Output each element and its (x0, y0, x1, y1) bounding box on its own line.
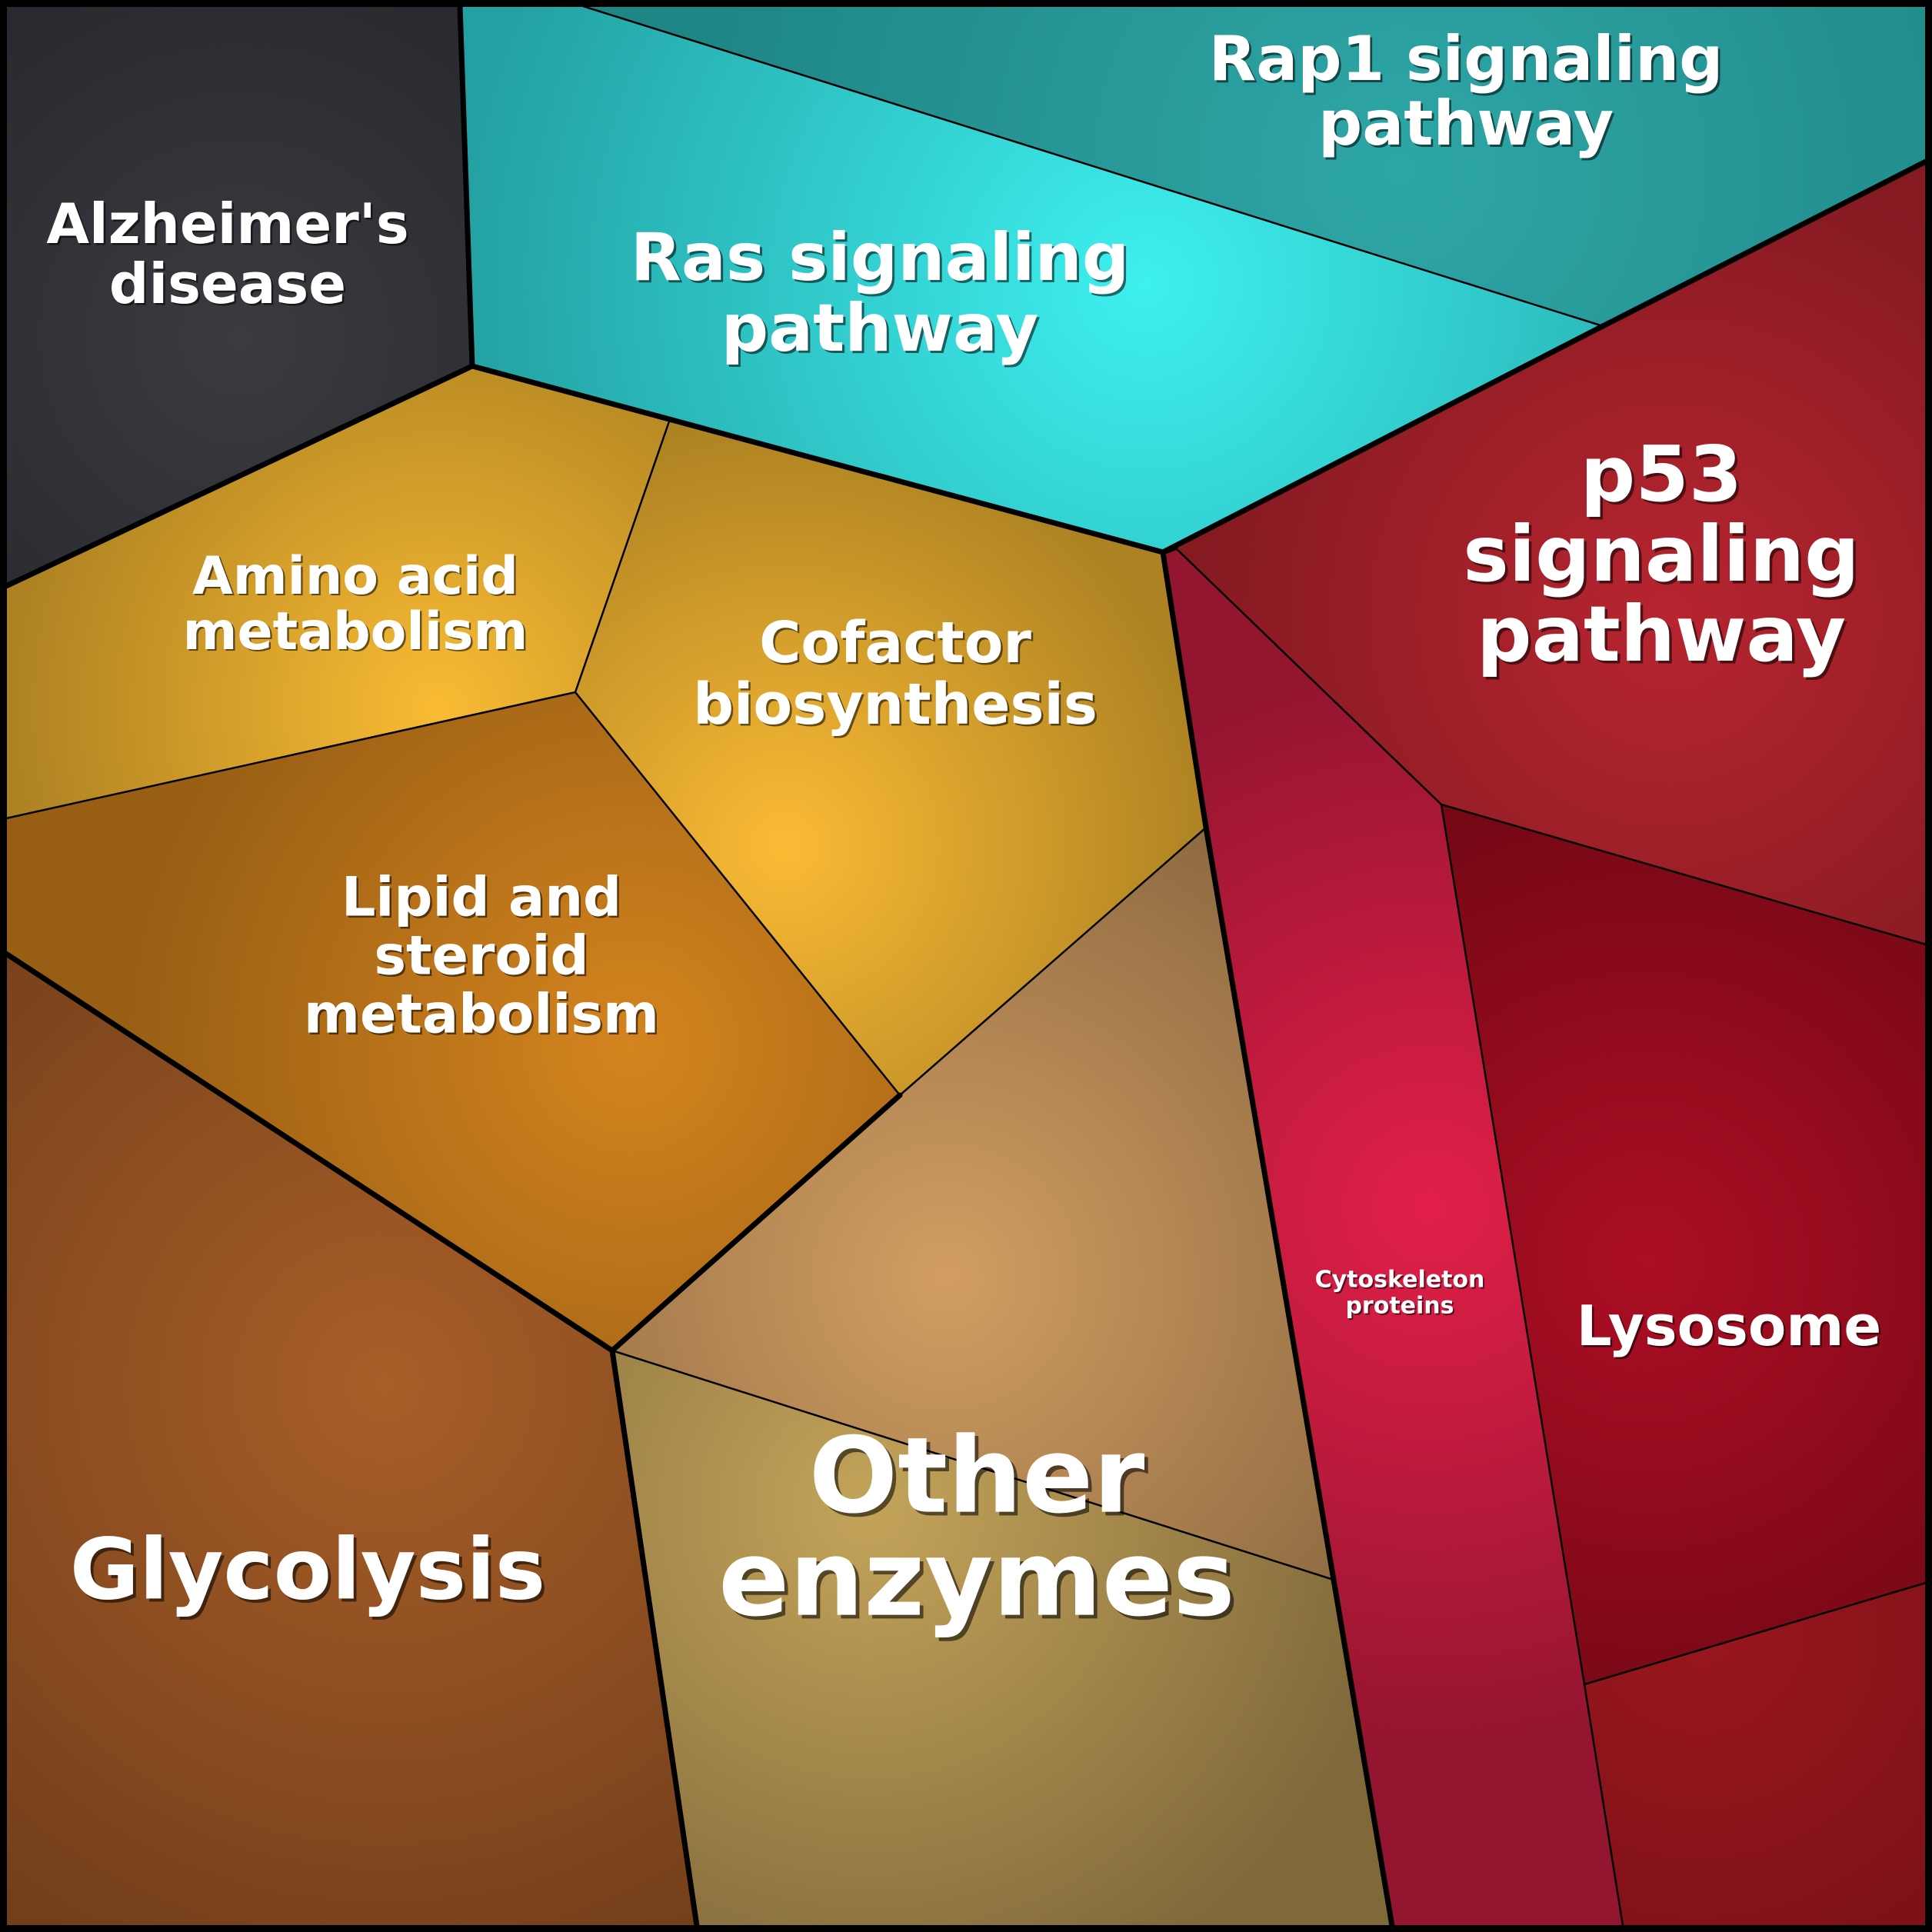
group-border (3, 951, 615, 1354)
label-shadow-p53: pathway (1479, 592, 1848, 682)
cell-rap1 (583, 6, 1926, 326)
cell-border (1583, 1683, 1624, 1927)
group-border (469, 363, 1166, 555)
group-border (1600, 158, 1929, 329)
cell-alzheimers (6, 6, 472, 586)
label-shadow-glycolysis: Glycolysis (73, 1523, 549, 1621)
label-amino-acid: Amino acid (192, 546, 518, 607)
label-p53: p53 (1581, 429, 1743, 519)
cell-amino-acid (6, 366, 669, 818)
group-border (1331, 1577, 1395, 1929)
cell-lipid (6, 692, 900, 1351)
group-border (1160, 549, 1209, 831)
cell-border (1440, 803, 1927, 946)
label-shadow-rap1: Rap1 signaling (1211, 25, 1725, 97)
cell-border (898, 826, 1208, 1097)
label-other-enzymes: enzymes (718, 1519, 1235, 1641)
cell-glycolysis (6, 954, 697, 1926)
cell-border (574, 691, 901, 1097)
cell-ras (460, 6, 1603, 552)
group-border (609, 1347, 700, 1929)
label-shadow-amino-acid: Amino acid (194, 548, 520, 608)
label-cofactor: biosynthesis (693, 671, 1098, 738)
label-shadow-other-enzymes: Other (812, 1419, 1148, 1541)
cell-border (1583, 1581, 1927, 1686)
cell-border (1174, 546, 1443, 806)
group-border (609, 1092, 903, 1354)
label-shadow-p53: signaling (1466, 512, 1862, 602)
label-shadow-cofactor: biosynthesis (695, 673, 1100, 739)
cell-cofactor (575, 421, 1206, 1095)
label-shadow-cytoskeleton: Cytoskeleton (1317, 1268, 1487, 1295)
label-cytoskeleton: Cytoskeleton (1315, 1267, 1485, 1294)
label-other-enzymes: Other (809, 1416, 1145, 1537)
cell-border (574, 420, 671, 694)
group-border (457, 3, 475, 369)
label-shadow-cytoskeleton: proteins (1347, 1294, 1455, 1321)
cell-cytoskeleton (1163, 548, 1623, 1926)
cell-p53 (1175, 162, 1926, 944)
label-shadow-p53: p53 (1583, 432, 1745, 522)
label-cofactor: Cofactor (759, 610, 1031, 676)
label-rap1: Rap1 signaling (1209, 23, 1724, 95)
cell-lysosome (1441, 804, 1926, 1684)
label-lipid: Lipid and (341, 866, 621, 929)
label-lipid: metabolism (304, 983, 659, 1046)
label-shadow-lipid: metabolism (305, 984, 661, 1048)
label-shadow-alzheimers: Alzheimer's (48, 194, 411, 258)
label-ras: pathway (721, 290, 1039, 367)
cell-border (611, 1349, 1335, 1581)
label-cytoskeleton: proteins (1345, 1293, 1454, 1320)
label-rap1: pathway (1318, 88, 1614, 159)
label-p53: signaling (1463, 509, 1859, 599)
group-border (1160, 545, 1178, 555)
label-shadow-amino-acid: metabolism (185, 603, 530, 664)
label-shadow-lipid: steroid (376, 926, 591, 989)
label-shadow-alzheimers: disease (111, 254, 348, 318)
label-shadow-lipid: Lipid and (343, 868, 623, 931)
label-shadow-rap1: pathway (1321, 90, 1616, 162)
group-border (3, 363, 475, 589)
label-alzheimers: Alzheimer's (46, 192, 408, 256)
cell-border (1440, 803, 1586, 1686)
label-shadow-cofactor: Cofactor (761, 611, 1034, 678)
label-shadow-ras: pathway (724, 292, 1041, 369)
cell-border (5, 691, 577, 820)
cell-other-enzymes-bottom (612, 1351, 1392, 1926)
label-shadow-lysosome: Lysosome (1578, 1296, 1883, 1361)
label-lipid: steroid (374, 924, 588, 988)
cell-other-enzymes-top (612, 828, 1334, 1580)
label-ras: Ras signaling (631, 219, 1130, 296)
cell-unlabeled-bottom-right (1584, 1583, 1926, 1926)
label-alzheimers: disease (109, 251, 346, 316)
label-amino-acid: metabolism (183, 601, 528, 662)
label-shadow-other-enzymes: enzymes (722, 1522, 1239, 1644)
label-lysosome: Lysosome (1577, 1294, 1881, 1358)
label-shadow-ras: Ras signaling (633, 222, 1132, 298)
label-p53: pathway (1477, 589, 1846, 679)
cell-border (581, 5, 1604, 328)
group-border (1203, 824, 1337, 1583)
group-border (1160, 323, 1606, 555)
label-glycolysis: Glycolysis (70, 1521, 546, 1619)
